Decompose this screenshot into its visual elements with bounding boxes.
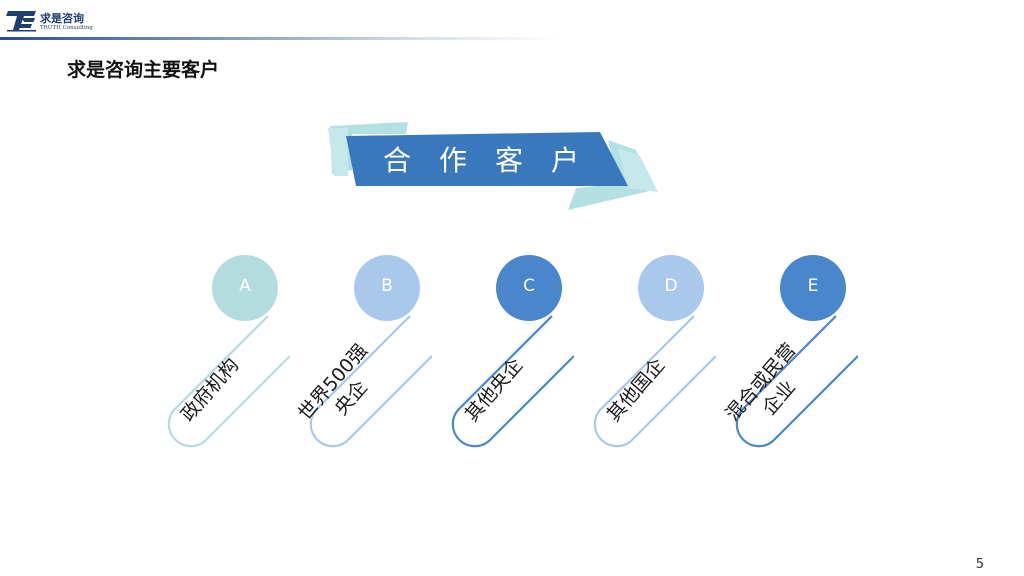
card-c-letter: C [523, 276, 535, 296]
card-b-shape [309, 255, 432, 448]
company-logo: 求是咨询 TRUTH Consulting [6, 8, 126, 34]
logo-mark-icon [6, 11, 36, 32]
card-e-shape [735, 255, 858, 448]
card-c-shape [451, 255, 574, 448]
header-divider [0, 37, 560, 40]
client-card-c: C 其他央企 [424, 248, 574, 458]
card-a-shape [167, 255, 290, 448]
client-card-d: D 其他国企 [566, 248, 716, 458]
banner-title: 合作客户 [382, 144, 607, 177]
card-b-letter: B [381, 276, 393, 296]
banner-ribbon [328, 122, 658, 210]
card-a-letter: A [239, 276, 251, 296]
card-d-letter: D [664, 276, 678, 296]
page-title: 求是咨询主要客户 [67, 59, 220, 81]
card-e-letter: E [807, 276, 819, 296]
client-card-e: E 混合或民营企业 [708, 248, 858, 458]
client-card-a: A 政府机构 [140, 248, 290, 458]
slide-number: 5 [975, 557, 984, 572]
card-d-shape [593, 255, 716, 448]
logo-chinese-name: 求是咨询 [40, 12, 84, 25]
client-card-b: B 世界500强央企 [282, 248, 432, 458]
logo-english-name: TRUTH Consulting [40, 25, 93, 31]
